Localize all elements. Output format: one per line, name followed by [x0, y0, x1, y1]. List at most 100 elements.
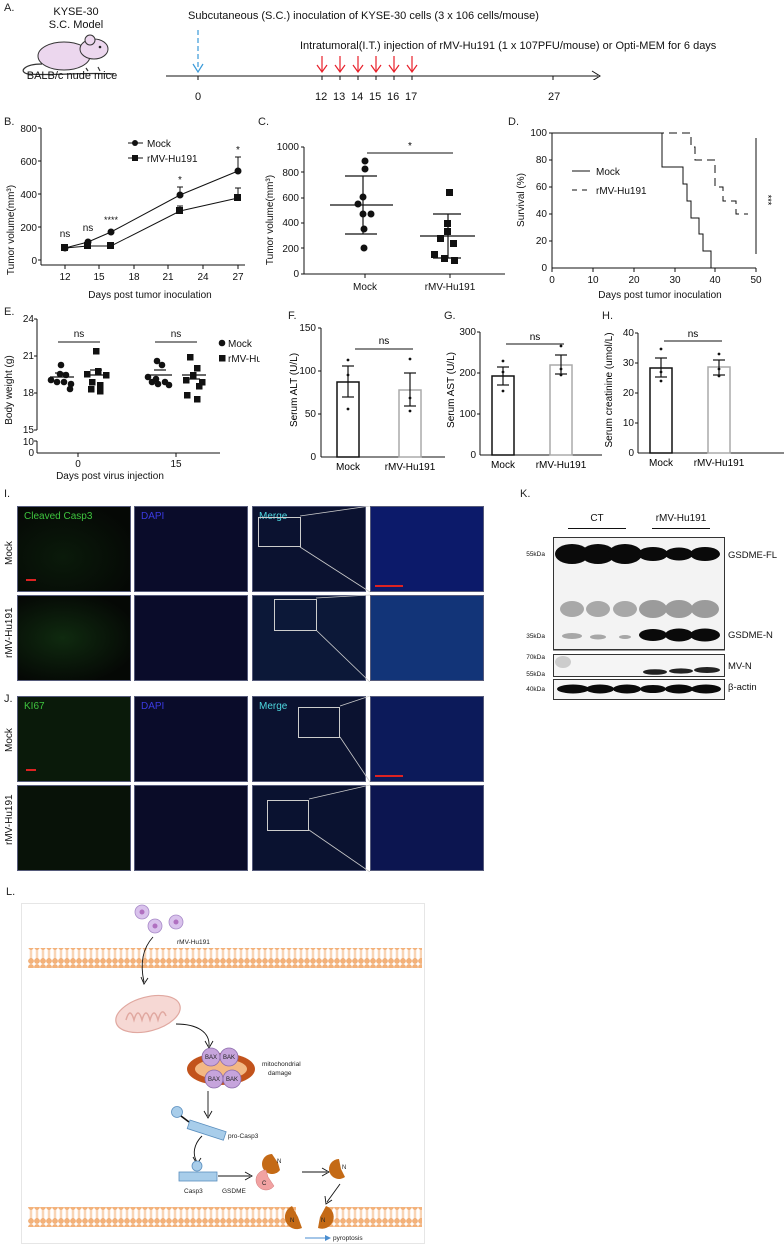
cell-membrane-top [28, 948, 422, 968]
svg-text:pyroptosis: pyroptosis [333, 1235, 363, 1242]
svg-text:600: 600 [282, 193, 299, 204]
channel-label: KI67 [24, 701, 45, 712]
svg-text:rMV-Hu191: rMV-Hu191 [694, 458, 745, 469]
band-gsdme-n: GSDME-N [728, 630, 773, 641]
image-merge-rmv [252, 785, 366, 871]
svg-text:0: 0 [293, 269, 299, 280]
svg-text:200: 200 [282, 244, 299, 255]
svg-text:ns: ns [688, 329, 699, 340]
group-bar-ct [568, 528, 626, 529]
image-merge-mock: Merge [252, 696, 366, 782]
svg-text:40: 40 [623, 328, 635, 339]
image-merge-mock: Merge [252, 506, 366, 592]
image-casp3-mock: Cleaved Casp3 [17, 506, 131, 592]
svg-text:rMV-Hu191: rMV-Hu191 [147, 154, 198, 165]
panel-a-letter: A. [4, 2, 15, 14]
western-blot-lower [553, 654, 725, 700]
svg-text:Mock: Mock [353, 282, 378, 293]
svg-text:rMV-Hu191: rMV-Hu191 [177, 939, 210, 946]
svg-text:15: 15 [93, 272, 105, 283]
image-zoom-mock [370, 506, 484, 592]
svg-text:10: 10 [587, 275, 599, 286]
svg-text:20: 20 [628, 275, 640, 286]
image-merge-rmv [252, 595, 366, 681]
zoom-region-box [258, 517, 301, 547]
tick-day-12: 12 [315, 91, 328, 103]
svg-text:150: 150 [299, 323, 316, 334]
svg-text:rMV-Hu191: rMV-Hu191 [596, 186, 647, 197]
svg-text:0: 0 [541, 263, 547, 274]
image-zoom-mock [370, 696, 484, 782]
channel-label: DAPI [141, 701, 165, 712]
svg-text:BAX: BAX [208, 1077, 220, 1083]
svg-text:20: 20 [536, 236, 548, 247]
svg-text:N: N [342, 1165, 346, 1171]
svg-text:damage: damage [268, 1070, 292, 1077]
svg-text:GSDME: GSDME [222, 1188, 247, 1195]
svg-text:600: 600 [20, 157, 37, 168]
marker-70kda: 70kDa [526, 654, 545, 661]
svg-text:0: 0 [28, 448, 34, 459]
svg-text:Mock: Mock [649, 458, 674, 469]
svg-text:30: 30 [623, 358, 635, 369]
marker-55kda-lower: 55kDa [526, 671, 545, 678]
panel-f-letter: F. [288, 310, 297, 322]
svg-text:Mock: Mock [228, 339, 253, 350]
svg-text:0: 0 [75, 459, 81, 470]
scale-bar [26, 769, 36, 771]
svg-text:24: 24 [23, 314, 35, 325]
svg-text:Tumor volume(mm³): Tumor volume(mm³) [265, 175, 276, 265]
row-label-rmv: rMV-Hu191 [4, 607, 15, 658]
svg-text:Tumor volume(mm³): Tumor volume(mm³) [6, 185, 17, 275]
svg-text:20: 20 [623, 388, 635, 399]
svg-text:ns: ns [379, 336, 390, 347]
svg-text:21: 21 [23, 351, 35, 362]
svg-text:400: 400 [20, 190, 37, 201]
panel-h-letter: H. [602, 310, 613, 322]
panel-b-letter: B. [4, 116, 15, 128]
svg-text:800: 800 [20, 124, 37, 135]
svg-text:rMV-Hu191: rMV-Hu191 [385, 462, 436, 470]
zoom-connector-lines [299, 506, 370, 682]
svg-text:C: C [262, 1181, 267, 1187]
panel-k-letter: K. [520, 488, 531, 500]
row-label-mock: Mock [4, 541, 15, 565]
svg-text:Mock: Mock [596, 167, 621, 178]
panel-c-letter: C. [258, 116, 269, 128]
svg-text:Mock: Mock [147, 139, 172, 150]
svg-text:50: 50 [750, 275, 762, 286]
scale-bar [375, 585, 403, 587]
svg-text:80: 80 [536, 155, 548, 166]
panel-e-letter: E. [4, 306, 15, 318]
svg-text:0: 0 [31, 256, 37, 267]
svg-text:ns: ns [74, 329, 85, 340]
row-label-rmv: rMV-Hu191 [4, 794, 15, 845]
zoom-region-box [274, 599, 317, 631]
marker-35kda: 35kDa [526, 633, 545, 640]
svg-text:15: 15 [170, 459, 182, 470]
sc-inoculation-text: Subcutaneous (S.C.) inoculation of KYSE-… [188, 10, 539, 22]
svg-text:ns: ns [83, 223, 94, 234]
svg-text:BAK: BAK [223, 1055, 235, 1061]
tick-day-17: 17 [405, 91, 418, 103]
svg-text:pro-Casp3: pro-Casp3 [228, 1133, 259, 1140]
model-title: KYSE-30 S.C. Model [36, 6, 116, 32]
svg-text:Mock: Mock [491, 460, 516, 470]
row-label-mock: Mock [4, 728, 15, 752]
band-mv-n: MV-N [728, 661, 752, 672]
svg-text:50: 50 [305, 409, 317, 420]
svg-text:Serum ALT (U/L): Serum ALT (U/L) [289, 353, 300, 427]
image-ki67-mock: KI67 [17, 696, 131, 782]
model-cell-line: KYSE-30 [53, 6, 99, 18]
svg-text:800: 800 [282, 168, 299, 179]
svg-text:*: * [408, 141, 412, 152]
svg-text:100: 100 [299, 366, 316, 377]
svg-text:BAK: BAK [226, 1077, 238, 1083]
it-injection-text: Intratumoral(I.T.) injection of rMV-Hu19… [300, 40, 717, 52]
channel-label: Merge [259, 511, 288, 522]
tick-day-14: 14 [351, 91, 364, 103]
svg-text:*: * [178, 175, 182, 186]
